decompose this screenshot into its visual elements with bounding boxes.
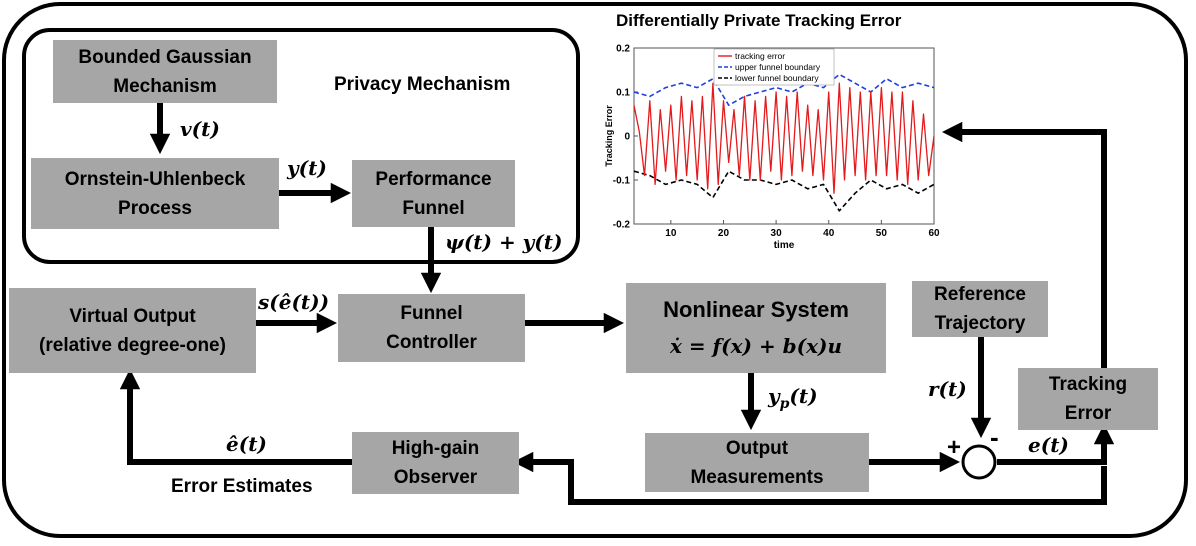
signal-e: e(t) xyxy=(1028,433,1069,457)
y-tick-label: 0 xyxy=(624,132,630,143)
series-line-tracking-error xyxy=(633,82,935,194)
x-tick-label: 60 xyxy=(928,228,940,239)
tracking-error-chart: 0.2 0.1 0 -0.1 -0.2 10 20 30 40 50 60 time Tracking … xyxy=(604,44,940,252)
y-tick-label: -0.1 xyxy=(613,176,631,187)
arrow-tracking-to-plot xyxy=(941,121,1107,368)
signal-ehat: ê(t) xyxy=(226,432,267,456)
legend-entry: upper funnel boundary xyxy=(735,62,821,72)
x-tick-label: 50 xyxy=(876,228,888,239)
summing-junction xyxy=(961,444,997,480)
x-axis-label: time xyxy=(774,240,795,251)
sum-plus-sign: + xyxy=(947,434,962,461)
y-tick-label: 0.2 xyxy=(616,44,630,55)
signal-yp: yp(t) xyxy=(768,384,818,412)
series-line-upper-funnel-boundary xyxy=(633,73,935,106)
series-line-lower-funnel-boundary xyxy=(633,170,935,212)
legend-entry: lower funnel boundary xyxy=(735,73,819,83)
outer-frame xyxy=(2,2,1188,538)
signal-psi-plus-y: ψ(t) + y(t) xyxy=(445,230,563,254)
privacy-mechanism-label: Privacy Mechanism xyxy=(334,74,511,95)
error-estimates-label: Error Estimates xyxy=(171,476,313,497)
y-axis-label: Tracking Error xyxy=(604,105,614,167)
signal-y: y(t) xyxy=(287,156,327,180)
nonlinear-system-title: Nonlinear System xyxy=(663,297,849,322)
legend-entry: tracking error xyxy=(735,51,785,61)
nonlinear-system-block: Nonlinear System ẋ = f(x) + b(x)u xyxy=(626,283,886,373)
signal-v: v(t) xyxy=(180,117,220,141)
nonlinear-system-equation: ẋ = f(x) + b(x)u xyxy=(669,334,843,358)
signal-s-ehat: s(ê(t)) xyxy=(258,290,330,314)
sum-minus-sign: - xyxy=(990,422,999,452)
arrow-error-to-observer xyxy=(512,451,1107,505)
x-tick-label: 40 xyxy=(823,228,835,239)
x-tick-label: 30 xyxy=(771,228,783,239)
chart-title: Differentially Private Tracking Error xyxy=(616,11,902,30)
y-tick-label: 0.1 xyxy=(616,88,630,99)
x-tick-label: 20 xyxy=(718,228,730,239)
signal-r: r(t) xyxy=(928,377,967,401)
legend-box xyxy=(713,48,835,86)
privacy-mechanism-group xyxy=(22,28,580,264)
arrow-observer-to-virtual xyxy=(119,368,352,465)
virtual-output-block: Virtual Output(relative degree-one) xyxy=(9,288,256,373)
x-tick-label: 10 xyxy=(665,228,677,239)
arrow-sum-to-tracking xyxy=(997,423,1115,465)
y-tick-label: -0.2 xyxy=(613,220,631,231)
